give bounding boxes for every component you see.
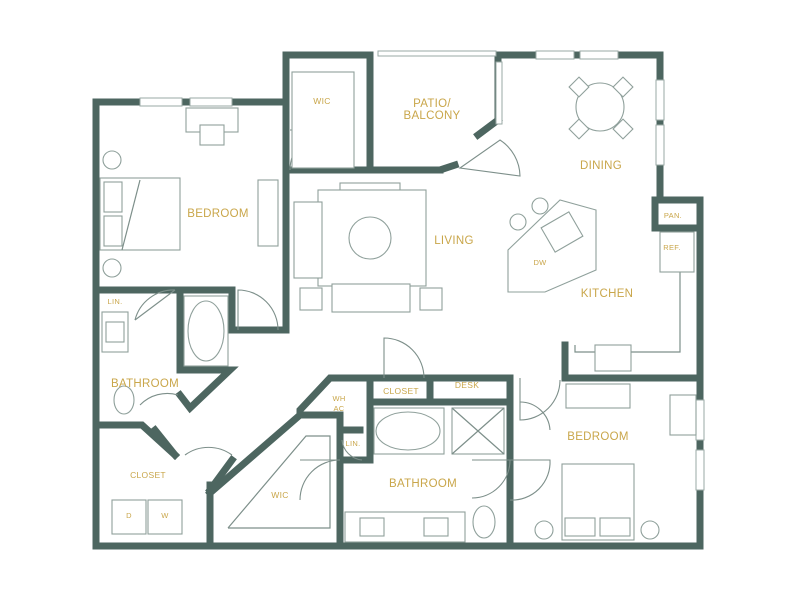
- furniture: [99, 71, 697, 543]
- nightstand-lamp-icon: [102, 150, 122, 170]
- label-ref: REF.: [663, 243, 680, 252]
- label-dining: DINING: [580, 160, 622, 172]
- kitchen-sink: [540, 211, 584, 253]
- windows: [139, 50, 705, 491]
- dryer: [111, 499, 147, 535]
- refrigerator: [659, 231, 695, 273]
- label-patio-line1: PATIO/: [413, 98, 451, 110]
- label-kitchen: KITCHEN: [581, 288, 634, 300]
- label-wh: WH: [332, 394, 345, 403]
- label-dw: DW: [533, 258, 547, 267]
- coffee-table: [348, 216, 392, 260]
- label-ac: AC: [333, 404, 344, 413]
- label-bedroom-left: BEDROOM: [187, 208, 249, 220]
- label-pantry: PAN.: [664, 211, 682, 220]
- toilet-middle: [472, 505, 496, 539]
- label-bathroom-left: BATHROOM: [111, 378, 179, 390]
- label-bedroom-right: BEDROOM: [567, 431, 629, 443]
- dining-table: [575, 82, 625, 132]
- label-closet-mid: CLOSET: [383, 386, 419, 396]
- nightstand-lamp-icon: [640, 520, 660, 540]
- nightstand-lamp-icon: [534, 520, 554, 540]
- label-patio-line2: BALCONY: [403, 110, 460, 122]
- washer: [147, 499, 183, 535]
- desk-right-bedroom: [669, 394, 697, 436]
- toilet-left: [113, 385, 135, 415]
- label-wic-bottom: WIC: [271, 490, 288, 500]
- dresser-right: [565, 383, 631, 409]
- label-lin-left: LIN.: [108, 297, 123, 306]
- label-washer: W: [161, 511, 169, 520]
- label-living: LIVING: [434, 235, 474, 247]
- label-lin-mid: LIN.: [346, 439, 361, 448]
- stove: [594, 344, 632, 372]
- nightstand-lamp-icon: [102, 258, 122, 278]
- label-wic-top: WIC: [313, 96, 330, 106]
- sofa: [331, 283, 411, 313]
- room-labels: WIC PATIO/ BALCONY BEDROOM DINING LIVING…: [108, 96, 682, 520]
- label-dryer: D: [126, 511, 132, 520]
- label-bathroom-mid: BATHROOM: [389, 478, 457, 490]
- label-desk: DESK: [455, 380, 479, 390]
- armchair-left: [293, 201, 323, 279]
- walls: [92, 51, 704, 550]
- label-closet-left: CLOSET: [130, 470, 166, 480]
